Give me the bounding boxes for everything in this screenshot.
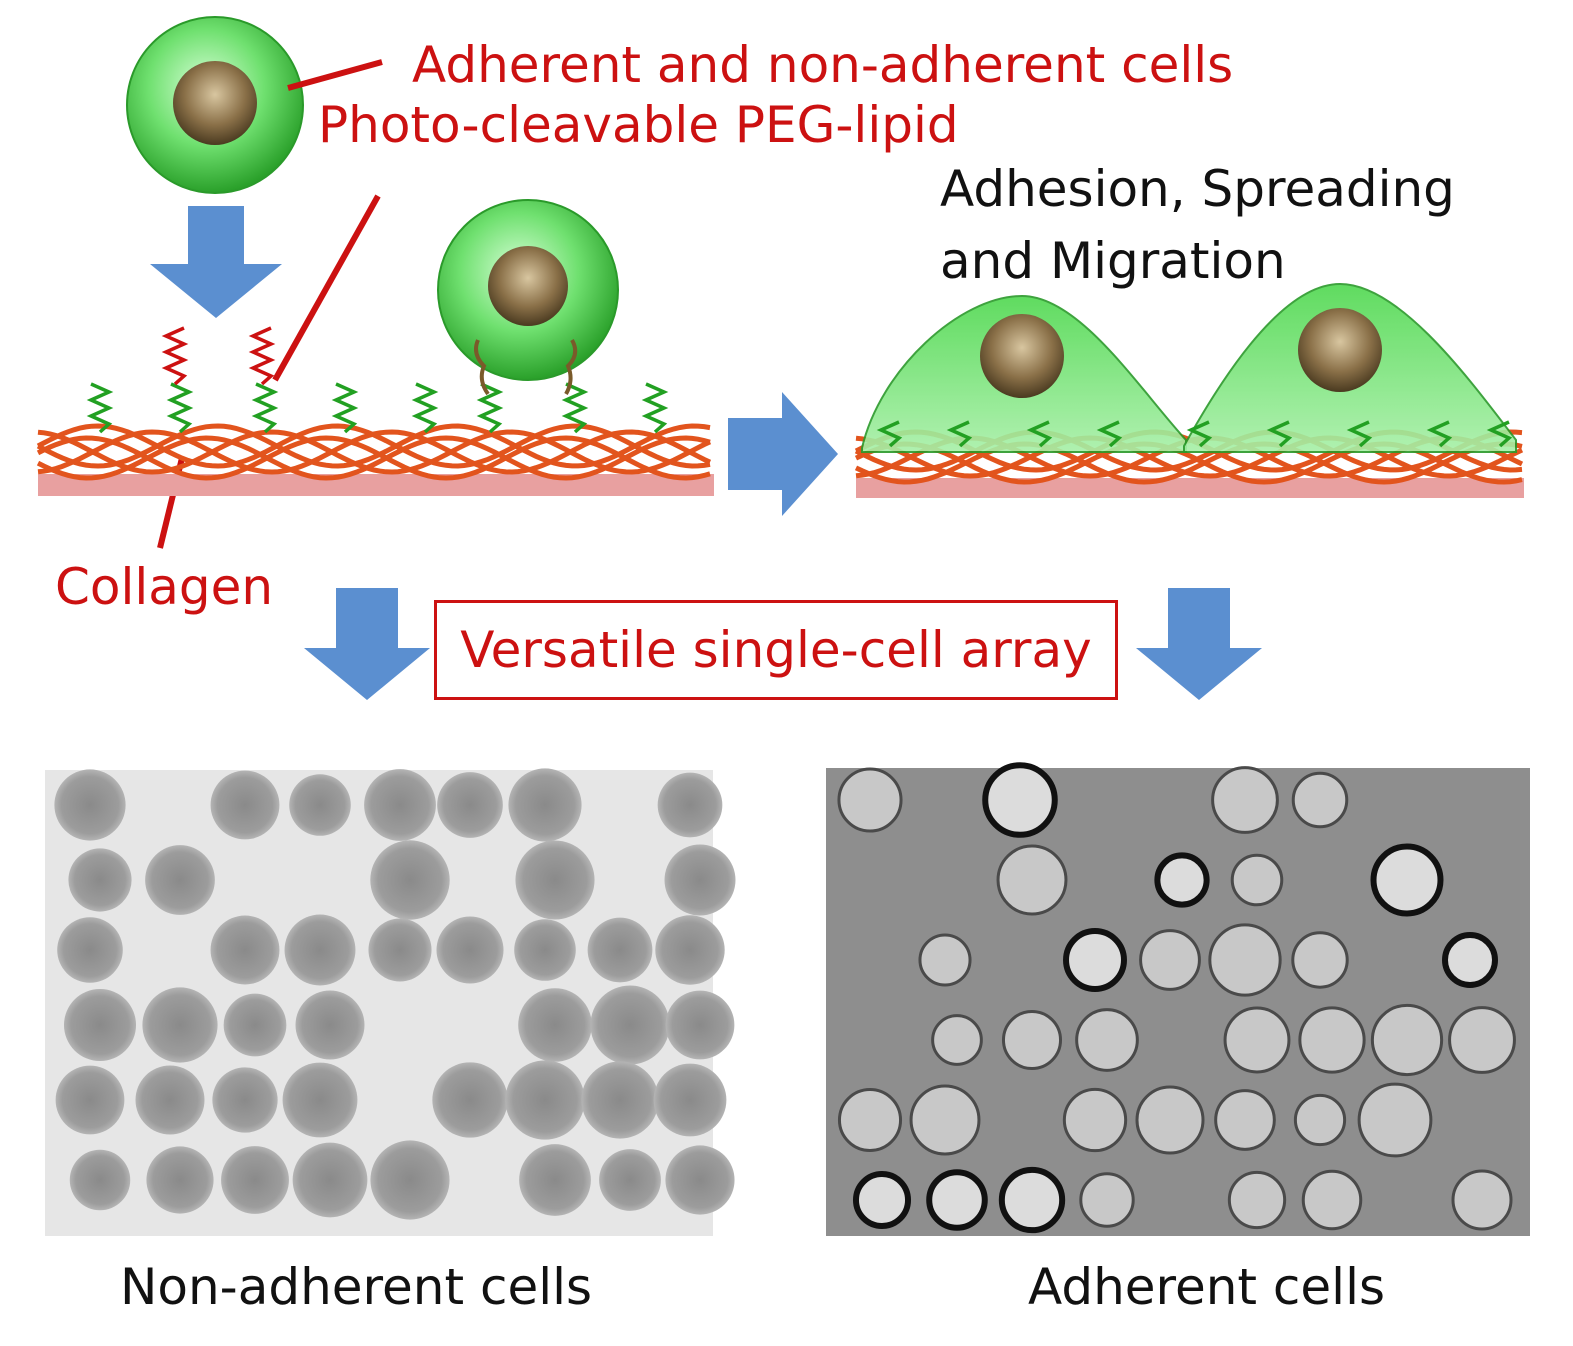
arrow-down-left (304, 588, 430, 700)
label-adhesion-spreading: Adhesion, Spreading (940, 160, 1455, 218)
label-and-migration: and Migration (940, 232, 1286, 290)
leader-line-cells (287, 59, 383, 91)
micrograph-non-adherent (45, 768, 736, 1236)
micrograph-adherent (826, 762, 1530, 1236)
label-array: Versatile single-cell array (460, 621, 1092, 679)
arrow-right-middle (728, 392, 838, 516)
arrow-down-top (150, 206, 282, 318)
attaching-cell (437, 199, 619, 396)
floating-cell (126, 16, 304, 194)
label-non-adherent-cells: Non-adherent cells (120, 1258, 593, 1316)
left-substrate (36, 326, 714, 496)
leader-line-peg (272, 194, 381, 382)
label-adherent-cells: Adherent cells (1028, 1258, 1386, 1316)
label-collagen: Collagen (55, 558, 274, 616)
array-callout-box: Versatile single-cell array (434, 600, 1118, 700)
label-peg-lipid: Photo-cleavable PEG-lipid (318, 96, 959, 154)
right-substrate (854, 282, 1524, 498)
label-adherent-nonadherent: Adherent and non-adherent cells (412, 36, 1234, 94)
arrow-down-right (1136, 588, 1262, 700)
